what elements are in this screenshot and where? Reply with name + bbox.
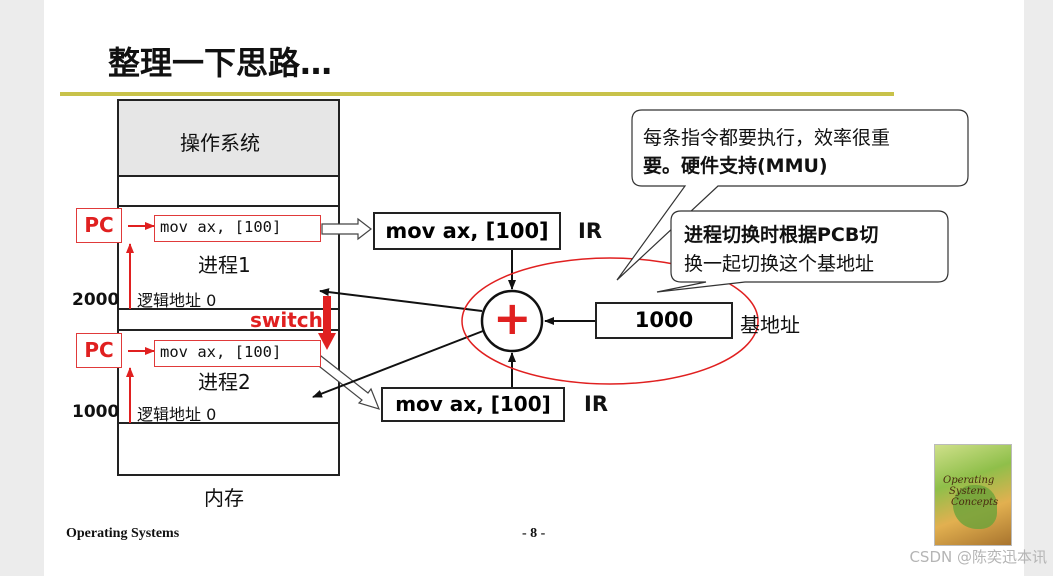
ir-bottom-label: IR — [584, 392, 608, 416]
process2-instruction: mov ax, [100] — [154, 340, 321, 367]
slide-title: 整理一下思路… — [108, 44, 333, 82]
watermark-text: CSDN @陈奕迅本讯 — [909, 548, 1047, 566]
adder-to-process1 — [319, 288, 483, 312]
address-2000: 2000 — [72, 290, 120, 310]
os-label: 操作系统 — [180, 131, 260, 155]
base-label: 基地址 — [740, 313, 800, 337]
adder-to-process2 — [312, 330, 484, 398]
callout-pcb-shape — [656, 210, 949, 293]
base-register-box: 1000 — [595, 302, 733, 339]
ir-top-label: IR — [578, 219, 602, 243]
callout-pcb-line2: 换一起切换这个基地址 — [684, 253, 875, 275]
ir-top-box: mov ax, [100] — [373, 212, 561, 250]
book-cover-image: Operating System Concepts — [934, 444, 1012, 546]
fetch-arrow-2 — [314, 355, 381, 410]
memory-label: 内存 — [204, 486, 244, 510]
process1-instruction: mov ax, [100] — [154, 215, 321, 242]
logical-addr-2: 逻辑地址 0 — [137, 405, 217, 424]
title-underline — [60, 92, 894, 96]
process2-label: 进程2 — [198, 370, 251, 394]
switch-arrow-head — [318, 333, 336, 350]
ir-bottom-box: mov ax, [100] — [381, 387, 565, 422]
callout-mmu-line1: 每条指令都要执行，效率很重 — [643, 127, 891, 149]
process1-label: 进程1 — [198, 253, 251, 277]
logical-addr-1: 逻辑地址 0 — [137, 291, 217, 310]
book-cover-title-2: System — [949, 486, 987, 497]
book-cover-title-3: Concepts — [951, 497, 999, 508]
adder-circle — [480, 289, 544, 353]
switch-label: switch — [250, 308, 323, 332]
fetch-arrow-1 — [321, 217, 372, 241]
pc1-box: PC — [76, 208, 122, 243]
adder-plus: + — [493, 291, 532, 345]
callout-pcb-line1: 进程切换时根据PCB切 — [684, 224, 879, 246]
switch-arrow-shaft — [323, 296, 331, 334]
address-1000: 1000 — [72, 402, 120, 422]
pc2-box: PC — [76, 333, 122, 368]
os-region — [117, 99, 340, 177]
mmu-highlight-ellipse — [461, 257, 759, 385]
footer-course-title: Operating Systems — [66, 526, 180, 541]
book-cover-dino-shape — [953, 485, 997, 529]
callout-mmu-shape — [616, 109, 969, 281]
book-cover-title-1: Operating — [943, 475, 995, 486]
footer-page-number: - 8 - — [522, 526, 546, 541]
callout-mmu-line2: 要。硬件支持(MMU) — [643, 155, 828, 177]
